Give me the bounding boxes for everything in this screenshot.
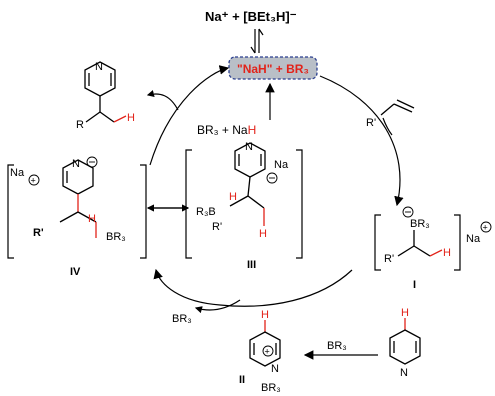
alkene-r-prime: R' (366, 117, 376, 129)
iii-r-prime: R' (212, 221, 222, 233)
na-bet3h-reservoir: Na⁺ + [BEt₃H]⁻ (205, 9, 297, 24)
box-plus: + (272, 62, 286, 76)
ii-br3: BR₃ (261, 382, 281, 394)
iv-br3: BR₃ (106, 231, 126, 243)
iv-n: N (72, 158, 80, 170)
iv-r-prime: R' (33, 227, 44, 239)
py-h: H (401, 307, 409, 319)
product-alkylpyridine: N R H (76, 61, 135, 131)
i-r-prime: R' (384, 253, 394, 265)
py-n: N (400, 367, 408, 379)
i-label: I (413, 279, 416, 291)
iv-na: Na (10, 167, 25, 179)
catalyst-box: "NaH" + BR₃ (228, 56, 318, 80)
svg-text:+: + (31, 176, 36, 186)
product-r: R (76, 119, 84, 131)
iii-na: Na (274, 159, 289, 171)
br3-release: BR₃ (172, 313, 192, 325)
pyridine-substrate: H N (389, 307, 421, 379)
svg-text:BR₃ + NaH: BR₃ + NaH (197, 123, 256, 137)
intermediate-i: BR₃ R' H Na + I (374, 206, 492, 291)
svg-text:"NaH" + BR₃: "NaH" + BR₃ (237, 62, 309, 76)
iii-n: N (245, 141, 253, 153)
svg-text:+: + (483, 223, 488, 233)
ii-label: II (239, 374, 245, 386)
intermediate-iv: Na + N R' H BR₃ IV (7, 156, 147, 278)
svg-text:+: + (265, 347, 270, 357)
ii-n: N (271, 363, 279, 375)
intermediate-ii: H + N BR₃ II (239, 309, 281, 394)
i-na: Na (466, 233, 481, 245)
iv-label: IV (70, 266, 81, 278)
product-n: N (95, 61, 103, 73)
product-h: H (127, 112, 135, 124)
i-br3: BR₃ (410, 218, 430, 230)
cycle-arrows (146, 65, 404, 360)
iv-h: H (88, 213, 96, 225)
iii-h2: H (259, 228, 267, 240)
alkene-substrate: R' (366, 99, 415, 129)
nah-text: "NaH" (237, 62, 272, 76)
nah-hydride: H (248, 123, 257, 137)
ii-h: H (261, 309, 269, 321)
br3-nah-text: BR₃ + Na (197, 123, 248, 137)
intermediate-iii: R₃B N Na H R' H III (185, 141, 303, 271)
iii-h1: H (229, 191, 237, 203)
equilibrium-arrows (250, 28, 264, 54)
br3-text: BR₃ (286, 62, 309, 76)
iii-r3b: R₃B (196, 206, 216, 218)
iii-label: III (247, 259, 256, 271)
br3-add: BR₃ (327, 340, 347, 352)
i-h: H (443, 247, 451, 259)
